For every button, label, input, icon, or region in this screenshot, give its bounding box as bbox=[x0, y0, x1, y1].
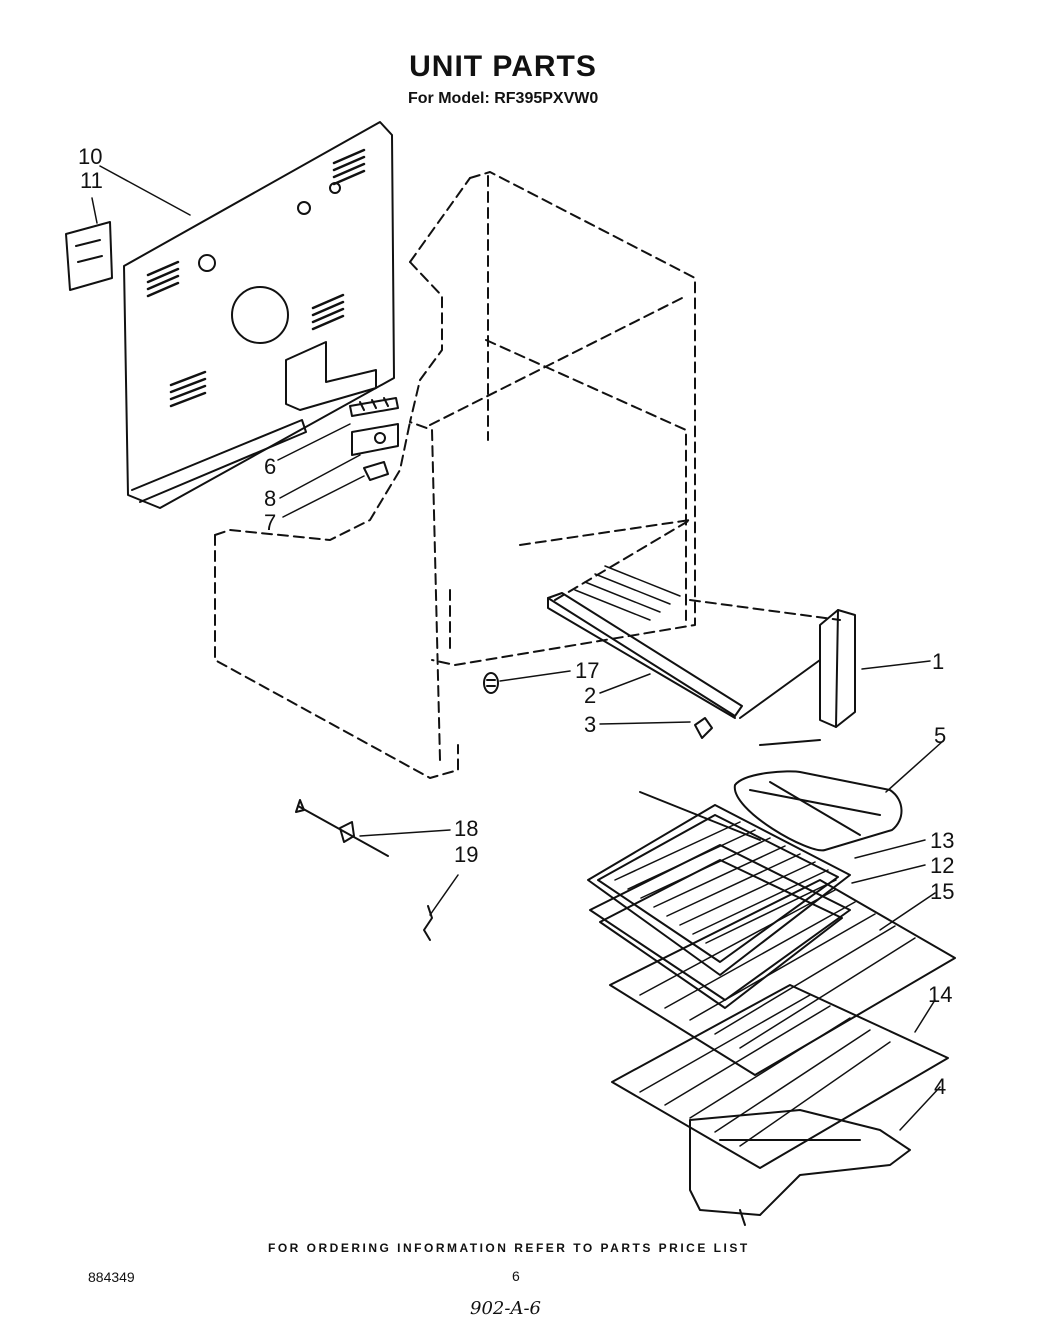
callout-2: 2 bbox=[584, 683, 596, 708]
callout-10: 10 bbox=[78, 144, 102, 169]
callout-14: 14 bbox=[928, 982, 952, 1007]
document-number: 884349 bbox=[88, 1269, 135, 1285]
part-13-broiler-grid bbox=[587, 804, 851, 976]
model-subtitle: For Model: RF395PXVW0 bbox=[408, 90, 599, 107]
part-18-sensor bbox=[295, 799, 389, 857]
part-1-side-trim bbox=[739, 609, 856, 728]
part-19-squiggle bbox=[423, 905, 433, 941]
callout-11: 11 bbox=[80, 168, 103, 193]
part-2-rail bbox=[547, 592, 743, 719]
part-15-oven-rack bbox=[609, 879, 956, 1076]
callout-13: 13 bbox=[930, 828, 954, 853]
part-10-rear-panel bbox=[123, 121, 395, 509]
part-11-bracket bbox=[65, 221, 113, 291]
page-title: UNIT PARTS bbox=[409, 50, 597, 83]
callout-labels: 10 11 6 8 7 1 17 2 3 5 13 12 15 14 4 18 … bbox=[78, 144, 954, 1099]
part-5-broil-element bbox=[639, 739, 903, 852]
part-12-broiler-pan bbox=[589, 844, 851, 1009]
callout-18: 18 bbox=[454, 816, 478, 841]
part-8-bracket bbox=[351, 423, 399, 456]
oven-cavity-dashed bbox=[214, 171, 841, 779]
callout-5: 5 bbox=[934, 723, 946, 748]
part-7-clip bbox=[363, 461, 389, 481]
part-4-bake-element bbox=[689, 1109, 911, 1226]
callout-6: 6 bbox=[264, 454, 276, 479]
callout-17: 17 bbox=[575, 658, 599, 683]
ordering-info-note: FOR ORDERING INFORMATION REFER TO PARTS … bbox=[268, 1241, 750, 1255]
callout-15: 15 bbox=[930, 879, 954, 904]
handwritten-note: 902-A-6 bbox=[470, 1298, 541, 1319]
callout-1: 1 bbox=[932, 649, 944, 674]
part-14-oven-rack bbox=[611, 984, 949, 1169]
callout-4: 4 bbox=[934, 1074, 946, 1099]
part-17-grommet bbox=[483, 672, 499, 694]
page-number: 6 bbox=[512, 1268, 520, 1284]
callout-8: 8 bbox=[264, 486, 276, 511]
cavity-floor-vents bbox=[574, 565, 681, 621]
callout-3: 3 bbox=[584, 712, 596, 737]
callout-7: 7 bbox=[264, 510, 276, 535]
part-6-terminal-block bbox=[349, 397, 399, 417]
callout-12: 12 bbox=[930, 853, 954, 878]
part-3-clip bbox=[694, 717, 713, 739]
leader-lines bbox=[91, 165, 944, 1131]
callout-19: 19 bbox=[454, 842, 478, 867]
